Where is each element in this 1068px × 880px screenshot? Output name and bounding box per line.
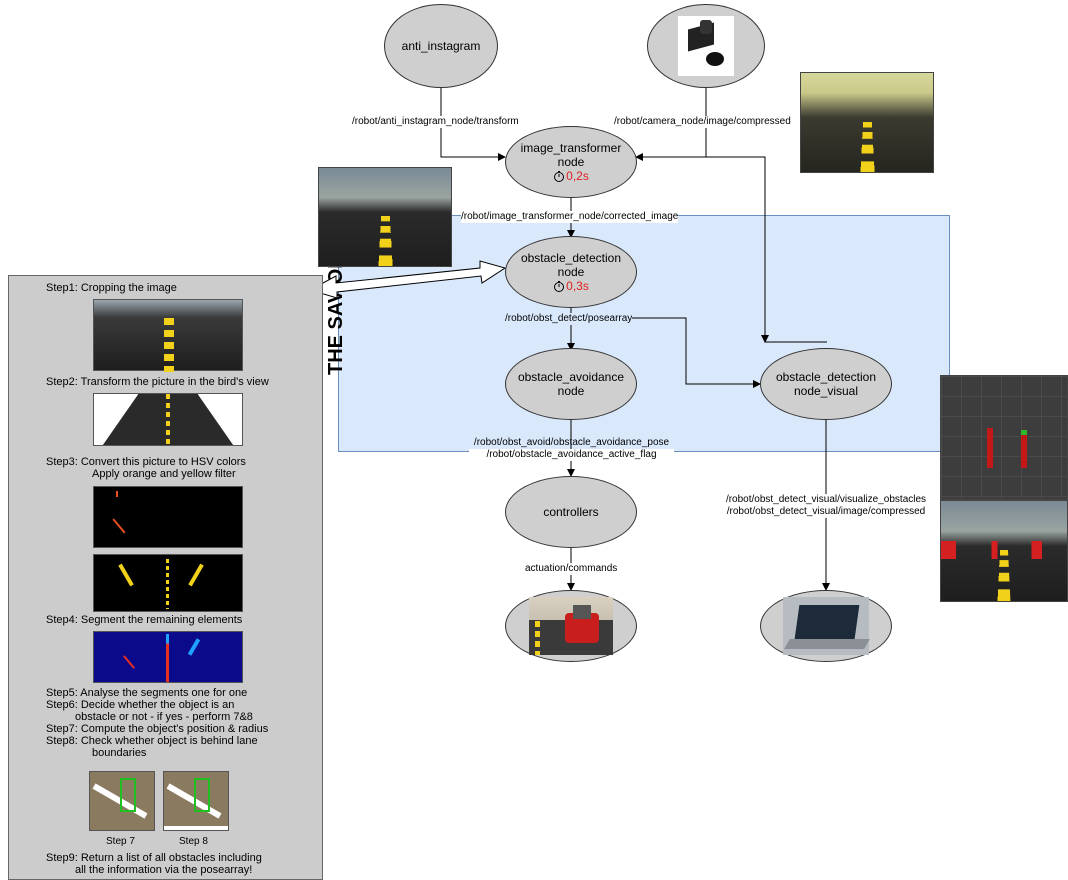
node-controllers: controllers	[505, 476, 637, 548]
edge-camera-visual	[706, 156, 769, 343]
node-robot	[505, 590, 637, 662]
node-obstacle-detection-name: obstacle_detection	[520, 251, 622, 265]
step-1-cropped-image	[93, 299, 243, 372]
node-laptop	[760, 590, 892, 662]
timer: 0,2s	[553, 169, 589, 183]
step-9-line-1: Step9: Return a list of all obstacles in…	[46, 852, 262, 864]
laptop-image	[783, 597, 870, 655]
node-obstacle-avoidance-suffix: node	[557, 384, 585, 398]
label-avoidance-pose: /robot/obst_avoid/obstacle_avoidance_pos…	[473, 437, 670, 448]
step-4: Step4: Segment the remaining elements	[46, 614, 243, 626]
step-4-segments	[93, 631, 243, 683]
label-active-flag: /robot/obstacle_avoidance_active_flag	[469, 449, 674, 461]
node-controllers-label: controllers	[543, 505, 599, 519]
node-image-transformer-suffix: node	[557, 155, 585, 169]
step-3-line-2: Apply orange and yellow filter	[92, 468, 236, 480]
corrected-image-photo	[318, 167, 452, 267]
step-5: Step5: Analyse the segments one for one	[46, 687, 248, 699]
node-image-transformer: image_transformer node 0,2s	[505, 126, 637, 198]
node-anti-instagram: anti_instagram	[384, 4, 498, 88]
robot-image	[529, 597, 613, 655]
timer-value: 0,3s	[566, 279, 589, 293]
stopwatch-icon	[554, 171, 565, 182]
label-camera-compressed: /robot/camera_node/image/compressed	[614, 116, 791, 128]
step-6-line-1: Step6: Decide whether the object is an	[46, 699, 235, 711]
node-obstacle-detection-visual: obstacle_detection node_visual	[760, 348, 892, 420]
node-obstacle-detection: obstacle_detection node 0,3s	[505, 236, 637, 308]
stopwatch-icon	[554, 281, 565, 292]
node-obstacle-detection-suffix: node	[557, 265, 585, 279]
step-3-yellow-filter	[93, 554, 243, 612]
label-actuation: actuation/commands	[525, 563, 618, 575]
node-obstacle-avoidance: obstacle_avoidance node	[505, 348, 637, 420]
step-7-image	[89, 771, 155, 831]
edge-anti-instagram	[440, 87, 506, 161]
label-posearray: /robot/obst_detect/posearray	[505, 313, 633, 325]
label-anti-instagram-transform: /robot/anti_instagram_node/transform	[352, 116, 519, 128]
label-visualize-obstacles: /robot/obst_detect_visual/visualize_obst…	[717, 494, 935, 506]
label-corrected-image: /robot/image_transformer_node/corrected_…	[461, 211, 679, 223]
camera-image	[678, 16, 734, 76]
rviz-visualization	[940, 375, 1068, 500]
step-8-caption: Step 8	[179, 836, 208, 847]
algorithm-steps-panel: Step1: Cropping the image Step2: Transfo…	[8, 275, 323, 880]
step-2: Step2: Transform the picture in the bird…	[46, 376, 269, 388]
step-7: Step7: Compute the object's position & r…	[46, 723, 269, 735]
step-3-line-1: Step3: Convert this picture to HSV color…	[46, 456, 246, 468]
node-camera	[647, 4, 765, 88]
visual-overlay-photo	[940, 500, 1068, 602]
step-2-birds-view	[93, 393, 243, 446]
label-visual-compressed: /robot/obst_detect_visual/image/compress…	[717, 506, 935, 518]
timer: 0,3s	[553, 279, 589, 293]
step-6-line-2: obstacle or not - if yes - perform 7&8	[75, 711, 253, 723]
step-8-line-1: Step8: Check whether object is behind la…	[46, 735, 258, 747]
step-1: Step1: Cropping the image	[46, 282, 177, 294]
step-8-image	[163, 771, 229, 831]
node-visual-suffix: node_visual	[793, 384, 859, 398]
step-9-line-2: all the information via the posearray!	[75, 864, 253, 876]
node-obstacle-avoidance-name: obstacle_avoidance	[517, 370, 625, 384]
timer-value: 0,2s	[566, 169, 589, 183]
step-7-caption: Step 7	[106, 836, 135, 847]
camera-raw-photo	[800, 72, 934, 173]
node-visual-name: obstacle_detection	[775, 370, 877, 384]
step-3-orange-filter	[93, 486, 243, 548]
node-anti-instagram-label: anti_instagram	[401, 39, 481, 53]
node-image-transformer-name: image_transformer	[520, 141, 622, 155]
step-8-line-2: boundaries	[92, 747, 147, 759]
